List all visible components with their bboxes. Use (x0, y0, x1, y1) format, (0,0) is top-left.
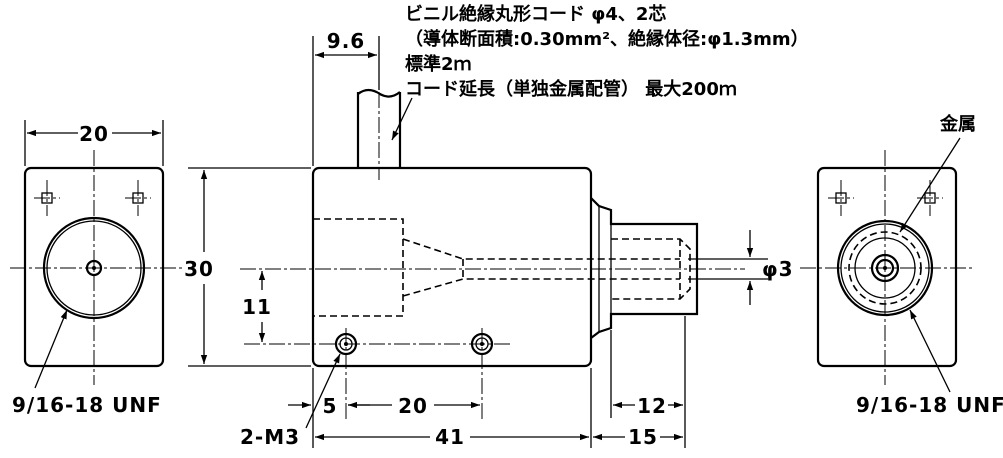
left-width-dim: 20 (79, 122, 109, 146)
hole-pitch-dim: 20 (398, 394, 428, 418)
right-view: 金属 9/16-18 UNF (800, 113, 1003, 417)
cable-notes: ビニル絶縁丸形コード φ4、2芯 （導体断面積:0.30mm²、絶縁体径:φ1.… (405, 3, 809, 100)
screw-label: 2-M3 (240, 425, 300, 449)
body-length-dim: 41 (435, 425, 465, 449)
cable-offset-dim: 9.6 (327, 29, 365, 53)
left-thread-label: 9/16-18 UNF (12, 393, 162, 417)
note-line-3: 標準2ｍ (405, 53, 472, 75)
note-line-4: コード延長（単独金属配管） 最大200ｍ (405, 78, 737, 100)
hidden-cone-top (402, 238, 680, 260)
height-dim: 30 (184, 257, 214, 281)
front-view: 9.6 30 11 5 20 12 41 15 (184, 29, 794, 449)
left-hole-symbol-2 (125, 180, 151, 216)
nose-length-dim: 15 (628, 425, 658, 449)
axis-height-dim: 11 (242, 295, 272, 319)
note-line-1: ビニル絶縁丸形コード φ4、2芯 (405, 3, 666, 25)
material-label: 金属 (939, 113, 976, 135)
right-hole-symbol-1 (828, 180, 854, 216)
hidden-cone-bottom (402, 278, 680, 297)
front-view-nose (590, 197, 699, 339)
right-thread-label: 9/16-18 UNF (856, 393, 1003, 417)
hole-offset-dim: 5 (323, 394, 338, 418)
right-view-outline (816, 166, 958, 368)
bore-dim: φ3 (762, 257, 794, 281)
note-line-2: （導体断面積:0.30mm²、絶縁体径:φ1.3mm） (405, 28, 809, 50)
thread-length-dim: 12 (637, 394, 667, 418)
front-view-body (311, 166, 593, 368)
cable-break (357, 88, 401, 98)
hidden-cavity (313, 218, 404, 317)
left-view: 20 9/16-18 UNF (10, 120, 182, 417)
left-hole-symbol-1 (34, 180, 60, 216)
